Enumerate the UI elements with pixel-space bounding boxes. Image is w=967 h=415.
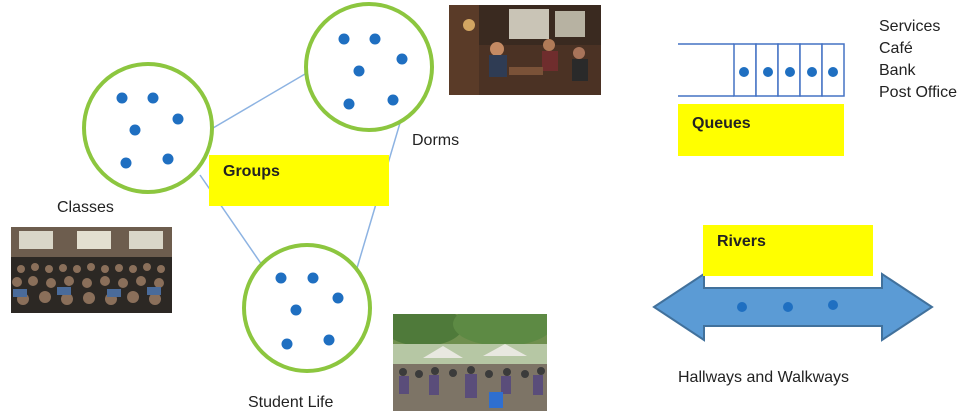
person-dot [828, 300, 838, 310]
person-dot [120, 157, 132, 169]
person-dot [783, 302, 793, 312]
person-dot [275, 272, 287, 284]
group-circle-classes [82, 62, 214, 194]
person-dot [828, 67, 838, 77]
person-dot [290, 304, 302, 316]
person-dot [338, 33, 350, 45]
service-item-cafe: Café [879, 40, 913, 57]
services-list: Services Café Bank Post Office [879, 16, 957, 104]
dorm-lounge-photo [449, 5, 601, 95]
queue-illustration [678, 43, 845, 97]
person-dot [396, 53, 408, 65]
callout-rivers-text: Rivers [717, 233, 766, 250]
person-dot [172, 113, 184, 125]
service-item-bank: Bank [879, 62, 916, 79]
person-dot [737, 302, 747, 312]
person-dot [307, 272, 319, 284]
services-heading: Services [879, 18, 941, 35]
label-student-life: Student Life [248, 394, 334, 411]
person-dot [739, 67, 749, 77]
callout-rivers: Rivers [703, 225, 873, 276]
group-circle-dorms [304, 2, 434, 132]
person-dot [281, 338, 293, 350]
person-dot [785, 67, 795, 77]
label-hallways-walkways: Hallways and Walkways [678, 369, 850, 386]
label-dorms: Dorms [412, 132, 460, 149]
person-dot [116, 92, 128, 104]
person-dot [369, 33, 381, 45]
person-dot [353, 65, 365, 77]
service-item-post-office: Post Office [879, 84, 957, 101]
label-classes: Classes [57, 199, 114, 216]
person-dot [147, 92, 159, 104]
person-dot [807, 67, 817, 77]
student-life-plaza-photo [393, 314, 547, 411]
callout-queues: Queues [678, 104, 844, 156]
callout-queues-text: Queues [692, 115, 751, 132]
person-dot [387, 94, 399, 106]
callout-groups-text: Groups [223, 163, 280, 180]
person-dot [129, 124, 141, 136]
person-dot [162, 153, 174, 165]
group-circle-student-life [242, 243, 372, 373]
person-dot [763, 67, 773, 77]
lecture-hall-photo [11, 227, 172, 313]
connector-classes-dorms [212, 73, 306, 129]
person-dot [343, 98, 355, 110]
river-arrow [652, 272, 934, 342]
person-dot [332, 292, 344, 304]
callout-groups: Groups [209, 155, 389, 206]
person-dot [323, 334, 335, 346]
